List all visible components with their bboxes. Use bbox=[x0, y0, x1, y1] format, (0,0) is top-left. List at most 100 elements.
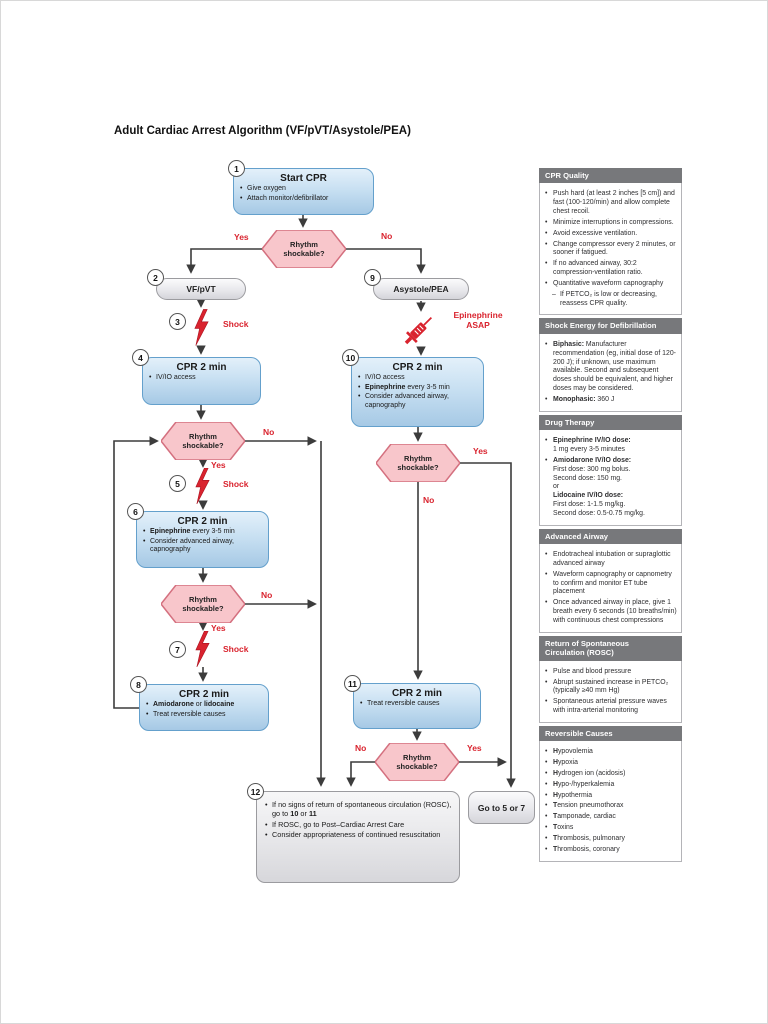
rhythm-line2: shockable? bbox=[283, 249, 325, 258]
sidebar-section-bullets: • Biphasic: Manufacturer recommendation (… bbox=[545, 341, 677, 405]
vf-pvt-label: VF/pVT bbox=[186, 284, 216, 294]
bullet-text: Consider advanced airway, capnography bbox=[365, 393, 449, 409]
bullet-item: •Monophasic: 360 J bbox=[545, 396, 677, 405]
diamond-shape bbox=[262, 230, 346, 268]
bullet-text: Tension pneumothorax bbox=[553, 802, 624, 810]
step-badge-11: 11 bbox=[344, 675, 361, 692]
sidebar-section-bullets: •Epinephrine IV/IO dose: 1 mg every 3-5 … bbox=[545, 437, 677, 518]
bullet-item: –If PETCO₂ is low or decreasing, reasses… bbox=[545, 291, 677, 309]
bullet-text: Quantitative waveform capnography bbox=[553, 279, 664, 287]
shock-bolt-icon-3 bbox=[194, 309, 209, 346]
rhythm-line2: shockable? bbox=[396, 762, 438, 771]
cpr11-title: CPR 2 min bbox=[391, 688, 442, 699]
syringe-icon bbox=[404, 317, 432, 345]
bullet-marker: • bbox=[545, 748, 548, 756]
cpr11-bullets: •Treat reversible causes bbox=[360, 700, 474, 709]
bullet-text: Thrombosis, coronary bbox=[553, 845, 620, 853]
bullet-item: • Biphasic: Manufacturer recommendation (… bbox=[545, 341, 677, 394]
bullet-item: •Pulse and blood pressure bbox=[545, 668, 677, 677]
sidebar-section-header: CPR Quality bbox=[539, 168, 682, 184]
bullet-text: Biphasic: Manufacturer recommendation (e… bbox=[553, 340, 676, 393]
start-cpr-box: Start CPR •Give oxygen•Attach monitor/de… bbox=[233, 168, 374, 215]
sidebar-section: Shock Energy for Defibrillation•Biphasic… bbox=[539, 318, 682, 412]
bullet-text: Treat reversible causes bbox=[367, 700, 440, 707]
bullet-text: If PETCO₂ is low or decreasing, reassess… bbox=[560, 290, 657, 307]
bullet-marker: • bbox=[240, 194, 243, 202]
bullet-item: •Hydrogen ion (acidosis) bbox=[545, 770, 677, 779]
bullet-item: •Epinephrine IV/IO dose: 1 mg every 3-5 … bbox=[545, 437, 677, 455]
bullet-item: •Toxins bbox=[545, 824, 677, 833]
step-badge-8: 8 bbox=[130, 676, 147, 693]
bullet-marker: – bbox=[552, 290, 556, 298]
rhythm-line1: Rhythm bbox=[189, 594, 217, 604]
bullet-text: Abrupt sustained increase in PETCO₂ (typ… bbox=[553, 678, 669, 695]
bullet-marker: • bbox=[265, 800, 268, 809]
bullet-text: Hypovolemia bbox=[553, 748, 593, 756]
no-label-2: No bbox=[263, 427, 275, 437]
bullet-marker: • bbox=[545, 845, 548, 853]
bullet-text: If ROSC, go to Post–Cardiac Arrest Care bbox=[272, 819, 405, 829]
bullet-marker: • bbox=[545, 340, 548, 348]
sidebar-section: Reversible Causes•Hypovolemia•Hypoxia•Hy… bbox=[539, 725, 682, 862]
bullet-marker: • bbox=[545, 218, 548, 226]
bullet-marker: • bbox=[545, 780, 548, 788]
bullet-item: •Amiodarone or lidocaine bbox=[146, 701, 262, 710]
page-title: Adult Cardiac Arrest Algorithm (VF/pVT/A… bbox=[114, 125, 411, 137]
cpr6-bullets: •Epinephrine every 3-5 min•Consider adva… bbox=[143, 528, 262, 555]
bullet-text: Hydrogen ion (acidosis) bbox=[553, 770, 626, 777]
bullet-text: Give oxygen bbox=[247, 185, 286, 192]
bullet-marker: • bbox=[545, 437, 548, 445]
diamond-shape bbox=[161, 422, 245, 460]
rosc-outcome-bullets: • If no signs of return of spontaneous ci… bbox=[265, 800, 453, 840]
sidebar-section-header: Reversible Causes bbox=[539, 725, 682, 742]
bullet-text: Amiodarone or lidocaine bbox=[153, 701, 235, 708]
bullet-marker: • bbox=[265, 830, 268, 840]
bullet-marker: • bbox=[545, 570, 548, 578]
bullet-item: • If no signs of return of spontaneous ci… bbox=[265, 800, 453, 819]
bullet-item: •Consider advanced airway, capnography bbox=[358, 393, 477, 410]
bullet-item: •Once advanced airway in place, give 1 b… bbox=[545, 599, 677, 625]
bullet-text: Change compressor every 2 minutes, or so… bbox=[553, 240, 676, 257]
bullet-item: • Quantitative waveform capnography bbox=[545, 280, 677, 289]
step-badge-7: 7 bbox=[169, 641, 186, 658]
bullet-marker: • bbox=[545, 667, 548, 675]
bullet-marker: • bbox=[265, 819, 268, 829]
bullet-text: Thrombosis, pulmonary bbox=[553, 834, 626, 842]
bullet-text: Epinephrine every 3-5 min bbox=[150, 528, 235, 535]
bullet-marker: • bbox=[545, 698, 548, 706]
sidebar-section-body: •Endotracheal intubation or supraglottic… bbox=[539, 544, 682, 633]
sidebar-section-bullets: •Endotracheal intubation or supraglottic… bbox=[545, 551, 677, 626]
bullet-marker: • bbox=[358, 383, 361, 391]
bullet-item: •Hypoxia bbox=[545, 759, 677, 768]
bullet-text: IV/IO access bbox=[156, 374, 196, 381]
sidebar-section-bullets: •Push hard (at least 2 inches [5 cm]) an… bbox=[545, 190, 677, 308]
sidebar-section-header: Drug Therapy bbox=[539, 414, 682, 431]
bullet-marker: • bbox=[545, 279, 548, 287]
bullet-text: Consider advanced airway, capnography bbox=[150, 537, 234, 554]
bullet-text: Amiodarone IV/IO dose: First dose: 300 m… bbox=[553, 456, 645, 517]
step-badge-2: 2 bbox=[147, 269, 164, 286]
bullet-item: •IV/IO access bbox=[358, 374, 477, 383]
sidebar-section-body: •Hypovolemia•Hypoxia•Hydrogen ion (acido… bbox=[539, 741, 682, 862]
bullet-marker: • bbox=[545, 759, 548, 767]
bullet-item: •Abrupt sustained increase in PETCO₂ (ty… bbox=[545, 679, 677, 697]
bullet-text: Consider appropriateness of continued re… bbox=[272, 830, 441, 840]
rhythm-line1: Rhythm bbox=[189, 431, 217, 441]
diamond-shape bbox=[375, 743, 459, 781]
sidebar-section-bullets: •Hypovolemia•Hypoxia•Hydrogen ion (acido… bbox=[545, 748, 677, 854]
yes-label-3: Yes bbox=[211, 623, 226, 633]
bullet-text: If no signs of return of spontaneous cir… bbox=[272, 800, 452, 819]
yes-label-5: Yes bbox=[467, 743, 482, 753]
cpr-2min-box-11: CPR 2 min •Treat reversible causes bbox=[353, 683, 481, 729]
bullet-item: •Tension pneumothorax bbox=[545, 802, 677, 811]
bullet-marker: • bbox=[240, 185, 243, 192]
diamond-shape bbox=[161, 585, 245, 623]
sidebar-section: Return of Spontaneous Circulation (ROSC)… bbox=[539, 635, 682, 723]
bullet-marker: • bbox=[143, 537, 146, 545]
sidebar-section: Drug Therapy •Epinephrine IV/IO dose: 1 m… bbox=[539, 414, 682, 526]
step-badge-5: 5 bbox=[169, 475, 186, 492]
cpr10-title: CPR 2 min bbox=[392, 362, 443, 373]
cpr-2min-box-10: CPR 2 min •IV/IO access•Epinephrine ever… bbox=[351, 357, 484, 427]
